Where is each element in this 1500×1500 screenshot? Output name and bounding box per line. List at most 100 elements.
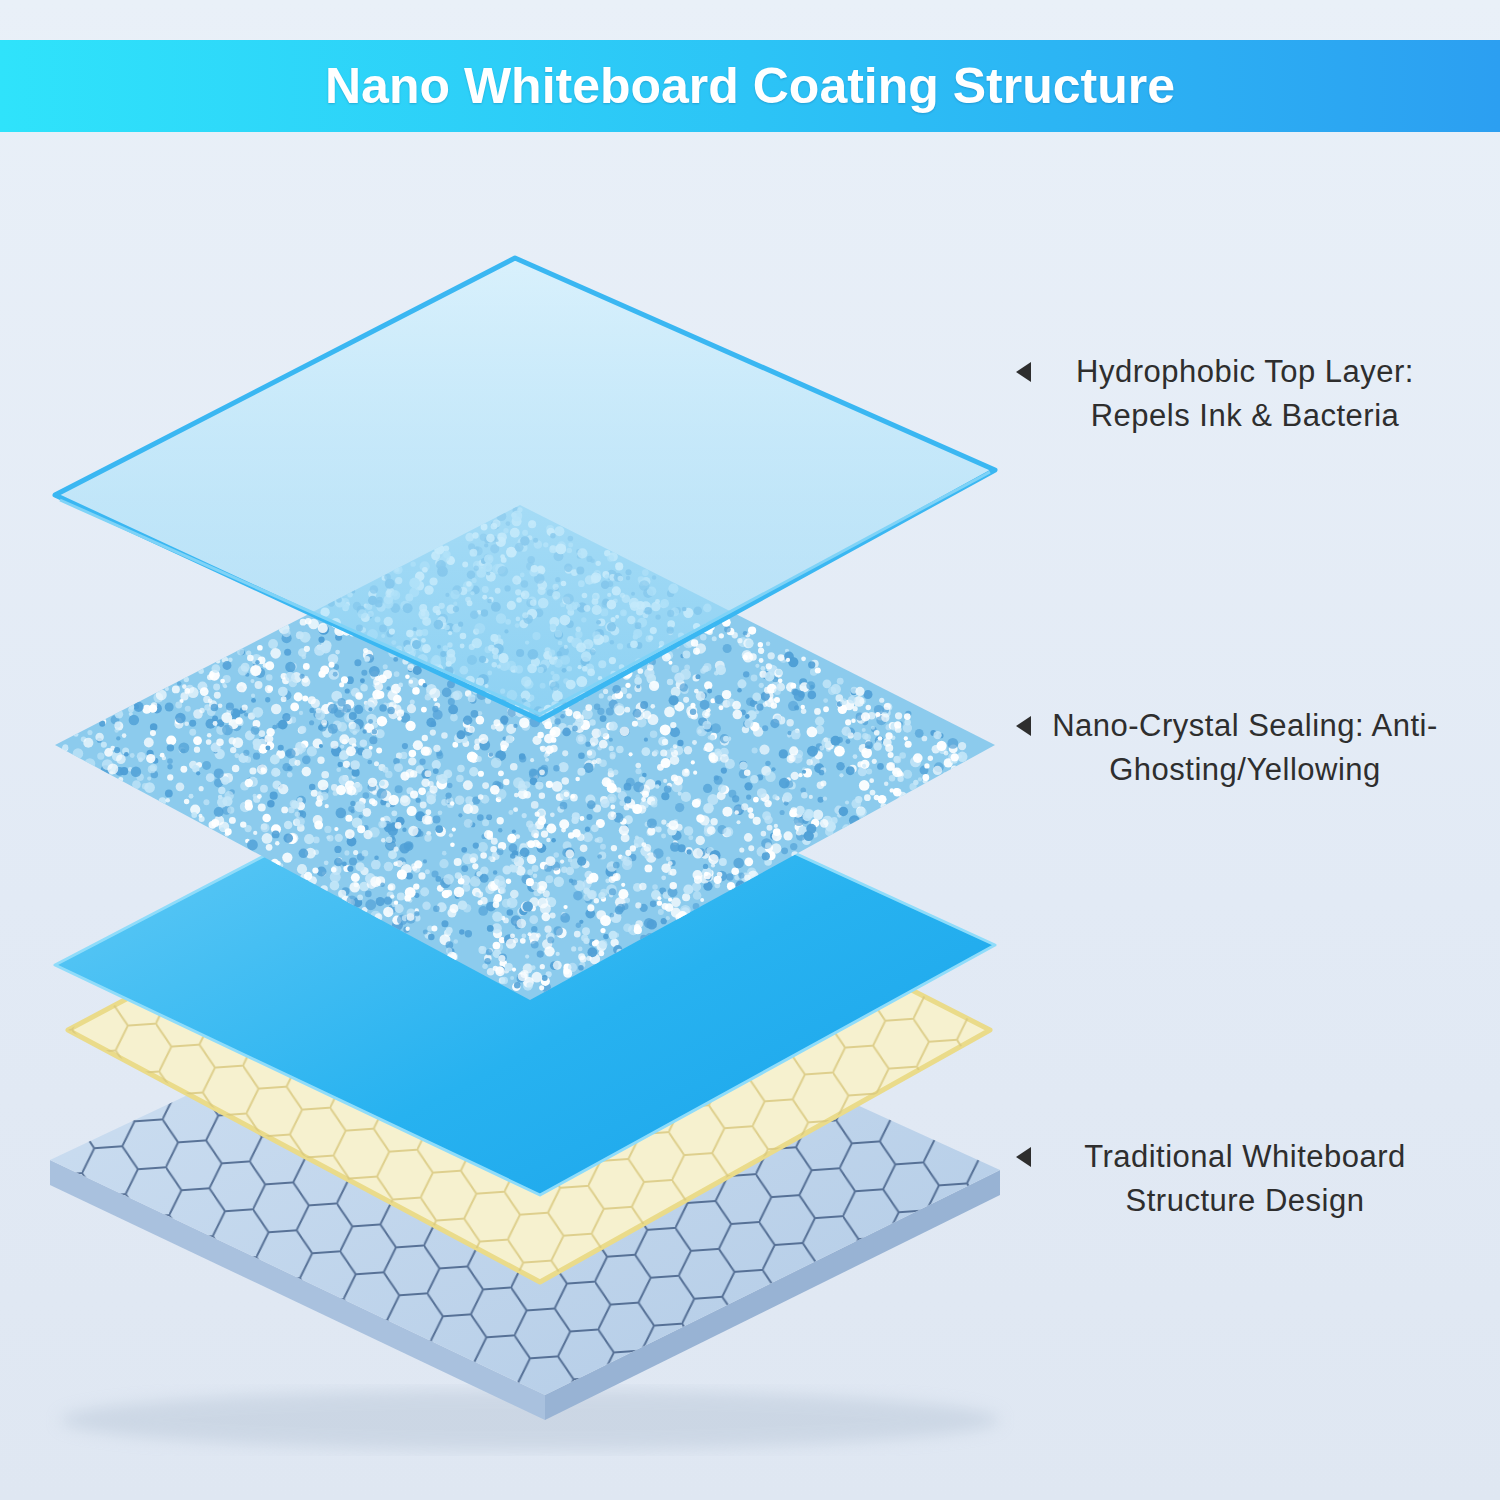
illustration-part: [653, 848, 663, 858]
illustration-part: [599, 759, 607, 767]
illustration-part: [372, 729, 377, 734]
illustration-part: [214, 768, 224, 778]
illustration-part: [656, 827, 662, 833]
illustration-part: [765, 771, 776, 782]
illustration-part: [533, 874, 538, 879]
illustration-part: [766, 663, 772, 669]
illustration-part: [198, 668, 204, 674]
illustration-part: [863, 690, 872, 699]
illustration-part: [546, 823, 556, 833]
illustration-part: [586, 749, 596, 759]
illustration-part: [285, 662, 295, 672]
illustration-part: [602, 777, 612, 787]
illustration-part: [194, 747, 200, 753]
illustration-part: [853, 754, 858, 759]
illustration-part: [297, 864, 307, 874]
illustration-part: [441, 920, 448, 927]
illustration-part: [636, 684, 640, 688]
illustration-part: [787, 755, 795, 763]
illustration-part: [609, 722, 618, 731]
illustration-part: [769, 868, 780, 879]
illustration-part: [304, 872, 312, 880]
illustration-part: [535, 781, 543, 789]
illustration-part: [363, 648, 368, 653]
illustration-part: [245, 779, 253, 787]
illustration-part: [211, 819, 219, 827]
illustration-part: [737, 679, 746, 688]
illustration-part: [344, 850, 349, 855]
illustration-part: [531, 801, 539, 809]
illustration-part: [450, 714, 458, 722]
illustration-part: [739, 847, 744, 852]
illustration-part: [406, 843, 412, 849]
illustration-part: [207, 733, 212, 738]
illustration-part: [788, 701, 798, 711]
illustration-part: [608, 811, 617, 820]
illustration-part: [501, 745, 507, 751]
illustration-part: [645, 864, 653, 872]
illustration-part: [478, 906, 488, 916]
illustration-part: [634, 677, 642, 685]
illustration-part: [536, 933, 541, 938]
illustration-part: [502, 720, 507, 725]
illustration-part: [681, 792, 691, 802]
illustration-part: [413, 883, 419, 889]
illustration-part: [619, 825, 629, 835]
illustration-part: [436, 826, 446, 836]
illustration-part: [423, 859, 427, 863]
illustration-part: [650, 901, 657, 908]
illustration-part: [489, 752, 494, 757]
illustration-part: [376, 748, 382, 754]
illustration-part: [609, 913, 614, 918]
illustration-part: [214, 807, 224, 817]
illustration-part: [307, 746, 317, 756]
illustration-part: [284, 649, 291, 656]
illustration-part: [765, 761, 770, 766]
illustration-part: [404, 895, 411, 902]
illustration-part: [379, 779, 389, 789]
illustration-part: [620, 726, 630, 736]
illustration-part: [786, 658, 790, 662]
illustration-part: [199, 708, 204, 713]
illustration-part: [357, 825, 365, 833]
illustration-part: [232, 765, 239, 772]
illustration-part: [366, 714, 377, 725]
illustration-part: [202, 761, 211, 770]
illustration-part: [647, 919, 657, 929]
illustration-part: [258, 803, 266, 811]
illustration-part: [309, 784, 315, 790]
illustration-part: [510, 763, 518, 771]
illustration-part: [774, 824, 778, 828]
illustration-part: [655, 784, 660, 789]
illustration-part: [767, 825, 773, 831]
illustration-part: [650, 704, 655, 709]
illustration-part: [616, 746, 624, 754]
illustration-part: [587, 947, 597, 957]
illustration-part: [528, 824, 537, 833]
illustration-part: [670, 882, 677, 889]
illustration-part: [387, 707, 394, 714]
illustration-part: [738, 873, 744, 879]
illustration-part: [512, 982, 521, 991]
illustration-part: [199, 816, 205, 822]
illustration-part: [539, 985, 544, 990]
illustration-part: [743, 631, 748, 636]
illustration-part: [206, 739, 212, 745]
illustration-part: [842, 824, 851, 833]
illustration-part: [257, 645, 263, 651]
illustration-part: [433, 745, 440, 752]
illustration-part: [693, 848, 703, 858]
illustration-part: [369, 666, 380, 677]
illustration-part: [364, 701, 375, 712]
illustration-part: [365, 899, 376, 910]
illustration-part: [477, 814, 484, 821]
illustration-part: [167, 764, 172, 769]
illustration-part: [400, 795, 411, 806]
illustration-part: [903, 770, 912, 779]
illustration-part: [236, 682, 247, 693]
illustration-part: [684, 746, 692, 754]
illustration-part: [346, 746, 356, 756]
illustration-part: [184, 677, 189, 682]
illustration-part: [759, 744, 769, 754]
illustration-part: [594, 703, 600, 709]
